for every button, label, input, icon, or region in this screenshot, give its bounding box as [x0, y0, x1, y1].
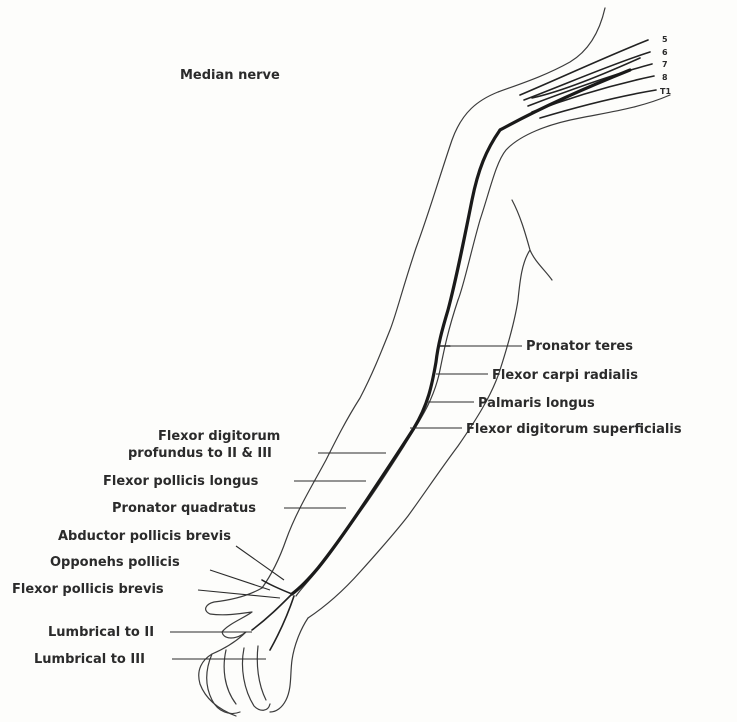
label-lumbrical-to-iii: Lumbrical to III: [34, 652, 145, 667]
finger-outlines: [207, 646, 270, 714]
plexus-cord: [532, 58, 640, 98]
label-flexor-digitorum-superficialis: Flexor digitorum superficialis: [466, 422, 682, 437]
thenar-branch: [262, 580, 292, 594]
label-pronator-quadratus: Pronator quadratus: [112, 501, 256, 516]
upper-arm-inner-edge: [458, 95, 670, 300]
label-abductor-pollicis-brevis: Abductor pollicis brevis: [58, 529, 231, 544]
median-nerve: [252, 130, 500, 650]
diagram-title: Median nerve: [180, 68, 280, 83]
left-labels: Flexor digitorum profundus to II & III F…: [12, 429, 386, 667]
right-labels: Pronator teres Flexor carpi radialis Pal…: [410, 339, 682, 437]
median-nerve-trunk: [292, 130, 500, 594]
label-palmaris-longus: Palmaris longus: [478, 396, 595, 411]
arm-outline: [199, 8, 670, 716]
upper-arm-outer-edge: [262, 8, 605, 588]
root-label-7: 7: [662, 60, 668, 69]
label-flexor-carpi-radialis: Flexor carpi radialis: [492, 368, 638, 383]
root-label-8: 8: [662, 73, 668, 82]
root-c5: [520, 40, 648, 95]
root-label-5: 5: [662, 35, 668, 44]
forearm-ulnar-edge: [308, 370, 500, 618]
palm-outline: [199, 618, 308, 716]
label-profundus-to-ii-iii: profundus to II & III: [128, 446, 272, 461]
label-flexor-pollicis-brevis: Flexor pollicis brevis: [12, 582, 164, 597]
label-flexor-digitorum: Flexor digitorum: [158, 429, 280, 444]
root-label-6: 6: [662, 48, 668, 57]
root-labels: 5 6 7 8 T1: [660, 35, 671, 96]
label-lumbrical-to-ii: Lumbrical to II: [48, 625, 154, 640]
forearm-inner-edge: [296, 300, 458, 596]
label-pronator-teres: Pronator teres: [526, 339, 633, 354]
label-flexor-pollicis-longus: Flexor pollicis longus: [103, 474, 259, 489]
root-label-t1: T1: [660, 87, 671, 96]
label-opponens-pollicis: Opponеhs pollicis: [50, 555, 180, 570]
nerve-roots: [500, 40, 656, 130]
digital-branch-ii: [252, 594, 292, 630]
leader-opponens-pollicis: [210, 570, 270, 590]
